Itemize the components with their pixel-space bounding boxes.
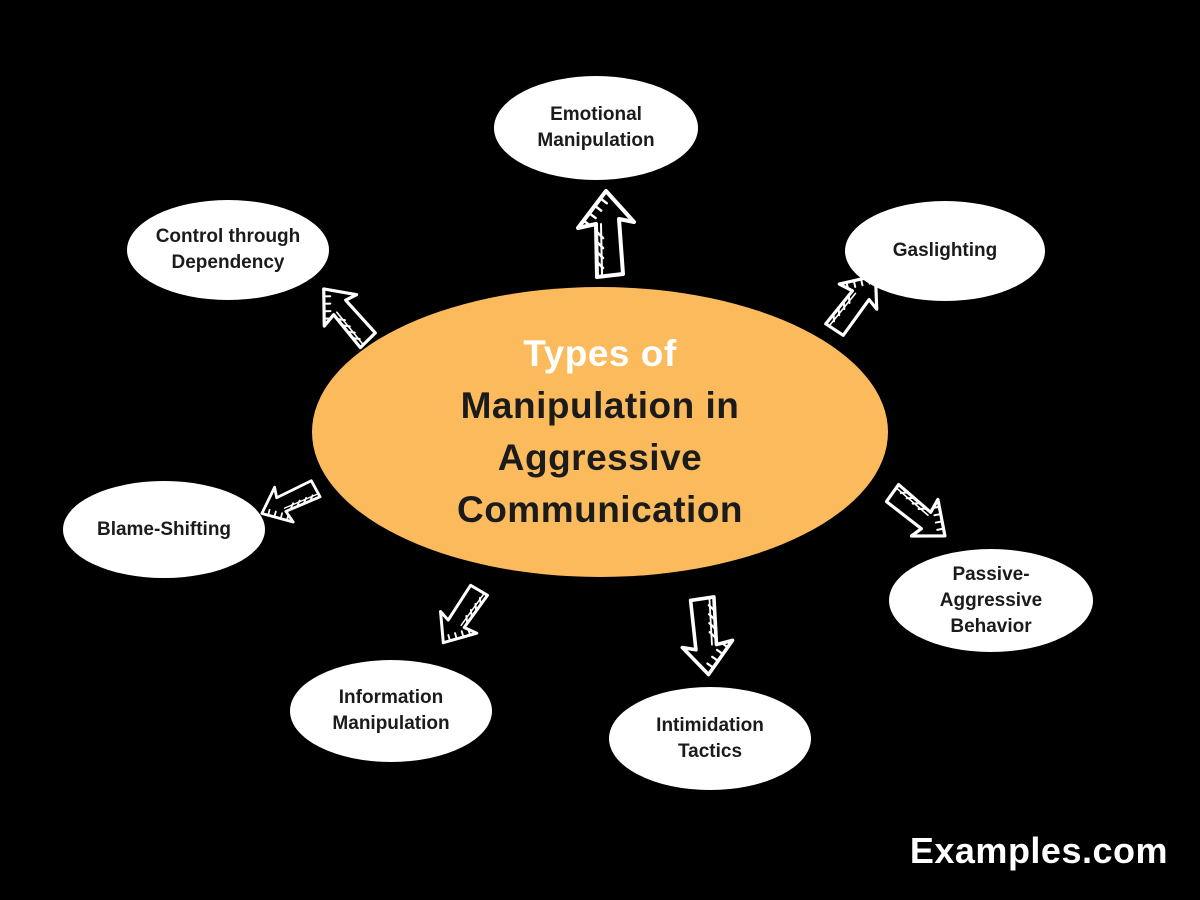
node-intimidation-tactics: Intimidation Tactics: [609, 687, 811, 790]
node-label: Intimidation Tactics: [656, 714, 764, 762]
node-blame-shifting: Blame-Shifting: [63, 481, 265, 578]
node-label: Gaslighting: [892, 240, 998, 261]
node-passive-aggressive-behavior: Passive-Aggressive Behavior: [889, 549, 1093, 652]
arrow-up-right-icon: [806, 255, 898, 349]
center-title-line-1: Types of: [523, 333, 677, 374]
node-emotional-manipulation: Emotional Manipulation: [494, 76, 698, 180]
node-label: Blame-Shifting: [96, 518, 232, 540]
node-label: Control through Dependency: [155, 226, 301, 273]
node-gaslighting: Gaslighting: [845, 201, 1045, 301]
arrow-down-right-icon: [872, 465, 966, 557]
node-control-through-dependency: Control through Dependency: [127, 200, 329, 300]
arrow-down-left-icon: [422, 572, 507, 660]
arrow-up-icon: [570, 188, 640, 283]
arrow-up-left-icon: [300, 270, 391, 364]
center-node: Types of Manipulation in Aggressive Comm…: [312, 287, 888, 577]
node-label: Passive-Aggressive Behavior: [939, 563, 1043, 637]
node-label: Information Manipulation: [332, 687, 450, 734]
arrow-down-icon: [675, 591, 741, 679]
node-information-manipulation: Information Manipulation: [290, 660, 492, 762]
arrow-left-icon: [251, 467, 331, 537]
brand-watermark: Examples.com: [909, 830, 1168, 871]
node-label: Emotional Manipulation: [537, 104, 655, 151]
center-title-line-2: Manipulation in: [460, 385, 740, 426]
center-title-line-4: Communication: [456, 489, 744, 530]
center-title-line-3: Aggressive: [497, 437, 703, 478]
